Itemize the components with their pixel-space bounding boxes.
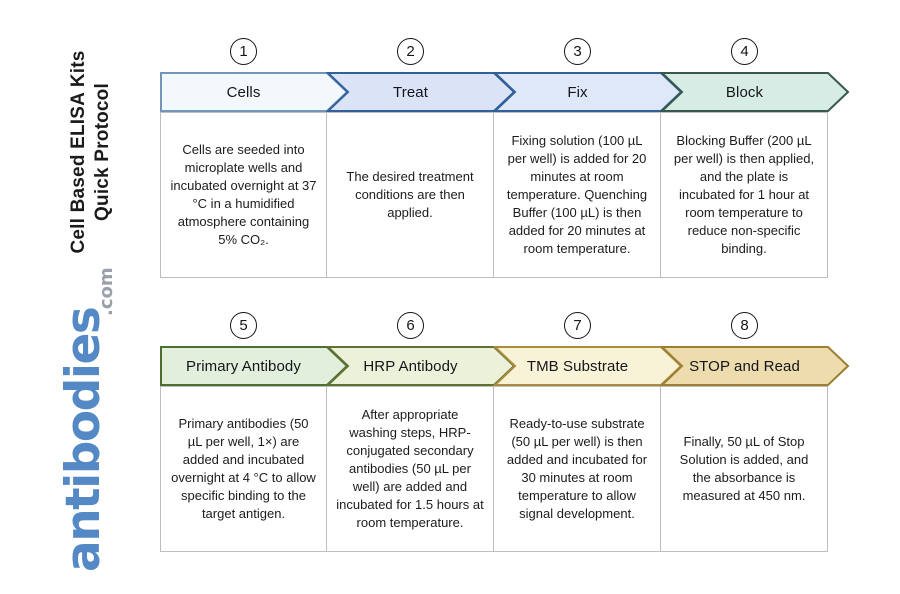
step-8-title: STOP and Read <box>689 357 800 375</box>
step-4-title: Block <box>725 83 764 101</box>
step-8-description: Finally, 50 µL of Stop Solution is added… <box>661 386 828 552</box>
step-2-title: Treat <box>393 83 428 101</box>
description-text: Fixing solution (100 µL per well) is add… <box>506 133 648 256</box>
step-3-title: Fix <box>567 83 588 101</box>
step-2-number-badge: 2 <box>397 38 424 65</box>
step-8-number-badge: 8 <box>731 312 758 339</box>
step-7-tmb-substrate: 7 TMB Substrate Ready-to-use substrate (… <box>492 312 683 552</box>
description-text: Finally, 50 µL of Stop Solution is added… <box>679 434 809 503</box>
step-6-title: HRP Antibody <box>363 357 458 375</box>
step-6-description: After appropriate washing steps, HRP-con… <box>327 386 494 552</box>
brand-logo: antibodies .com <box>56 267 132 572</box>
page-title-line2: Quick Protocol <box>91 83 113 221</box>
step-7-number-badge: 7 <box>564 312 591 339</box>
step-1-arrow-banner: Cells <box>160 72 349 112</box>
description-text: After appropriate washing steps, HRP-con… <box>336 407 484 530</box>
step-number: 3 <box>573 43 582 60</box>
step-3-arrow-banner: Fix <box>492 72 683 112</box>
step-number: 1 <box>239 43 248 60</box>
step-5-title: Primary Antibody <box>186 357 301 375</box>
step-5-arrow-banner: Primary Antibody <box>160 346 349 386</box>
chevron-arrow-shape <box>659 346 850 386</box>
step-8-arrow-banner: STOP and Read <box>659 346 850 386</box>
step-1-number-badge: 1 <box>230 38 257 65</box>
description-text: Blocking Buffer (200 µL per well) is the… <box>673 133 815 256</box>
step-7-arrow-banner: TMB Substrate <box>492 346 683 386</box>
logo-domain-suffix: .com <box>96 267 117 316</box>
step-4-arrow-banner: Block <box>659 72 850 112</box>
step-3-description: Fixing solution (100 µL per well) is add… <box>494 112 661 278</box>
step-2-arrow-banner: Treat <box>325 72 516 112</box>
step-2-treat: 2 Treat The desired treatment conditions… <box>325 38 516 278</box>
arrow-banner-svg <box>659 72 850 112</box>
chevron-arrow-shape <box>659 72 850 112</box>
step-5-number-badge: 5 <box>230 312 257 339</box>
step-7-description: Ready-to-use substrate (50 µL per well) … <box>494 386 661 552</box>
description-text: Primary antibodies (50 µL per well, 1×) … <box>171 416 316 521</box>
description-text: Cells are seeded into microplate wells a… <box>170 142 317 247</box>
description-text: The desired treatment conditions are the… <box>346 169 474 220</box>
step-1-title: Cells <box>226 83 261 101</box>
step-2-description: The desired treatment conditions are the… <box>327 112 494 278</box>
protocol-row-2: 5 Primary Antibody Primary antibodies (5… <box>160 312 850 552</box>
step-4-description: Blocking Buffer (200 µL per well) is the… <box>661 112 828 278</box>
arrow-banner-svg <box>659 346 850 386</box>
step-number: 5 <box>239 317 248 334</box>
step-4-number-badge: 4 <box>731 38 758 65</box>
page-title: Cell Based ELISA Kits Quick Protocol <box>67 35 117 269</box>
step-6-arrow-banner: HRP Antibody <box>325 346 516 386</box>
step-number: 6 <box>406 317 415 334</box>
page-title-line1: Cell Based ELISA Kits <box>68 50 89 254</box>
step-1-cells: 1 Cells Cells are seeded into microplate… <box>160 38 349 278</box>
step-number: 2 <box>406 43 415 60</box>
step-5-description: Primary antibodies (50 µL per well, 1×) … <box>160 386 327 552</box>
step-number: 7 <box>573 317 582 334</box>
step-6-hrp-antibody: 6 HRP Antibody After appropriate washing… <box>325 312 516 552</box>
step-1-description: Cells are seeded into microplate wells a… <box>160 112 327 278</box>
step-7-title: TMB Substrate <box>526 357 629 375</box>
step-number: 4 <box>740 43 749 60</box>
step-number: 8 <box>740 317 749 334</box>
step-4-block: 4 Block Blocking Buffer (200 µL per well… <box>659 38 850 278</box>
step-6-number-badge: 6 <box>397 312 424 339</box>
description-text: Ready-to-use substrate (50 µL per well) … <box>506 416 648 521</box>
step-3-number-badge: 3 <box>564 38 591 65</box>
step-8-stop-and-read: 8 STOP and Read Finally, 50 µL of Stop S… <box>659 312 850 552</box>
step-5-primary-antibody: 5 Primary Antibody Primary antibodies (5… <box>160 312 349 552</box>
logo-text: antibodies <box>56 307 111 572</box>
protocol-row-1: 1 Cells Cells are seeded into microplate… <box>160 38 850 278</box>
step-3-fix: 3 Fix Fixing solution (100 µL per well) … <box>492 38 683 278</box>
